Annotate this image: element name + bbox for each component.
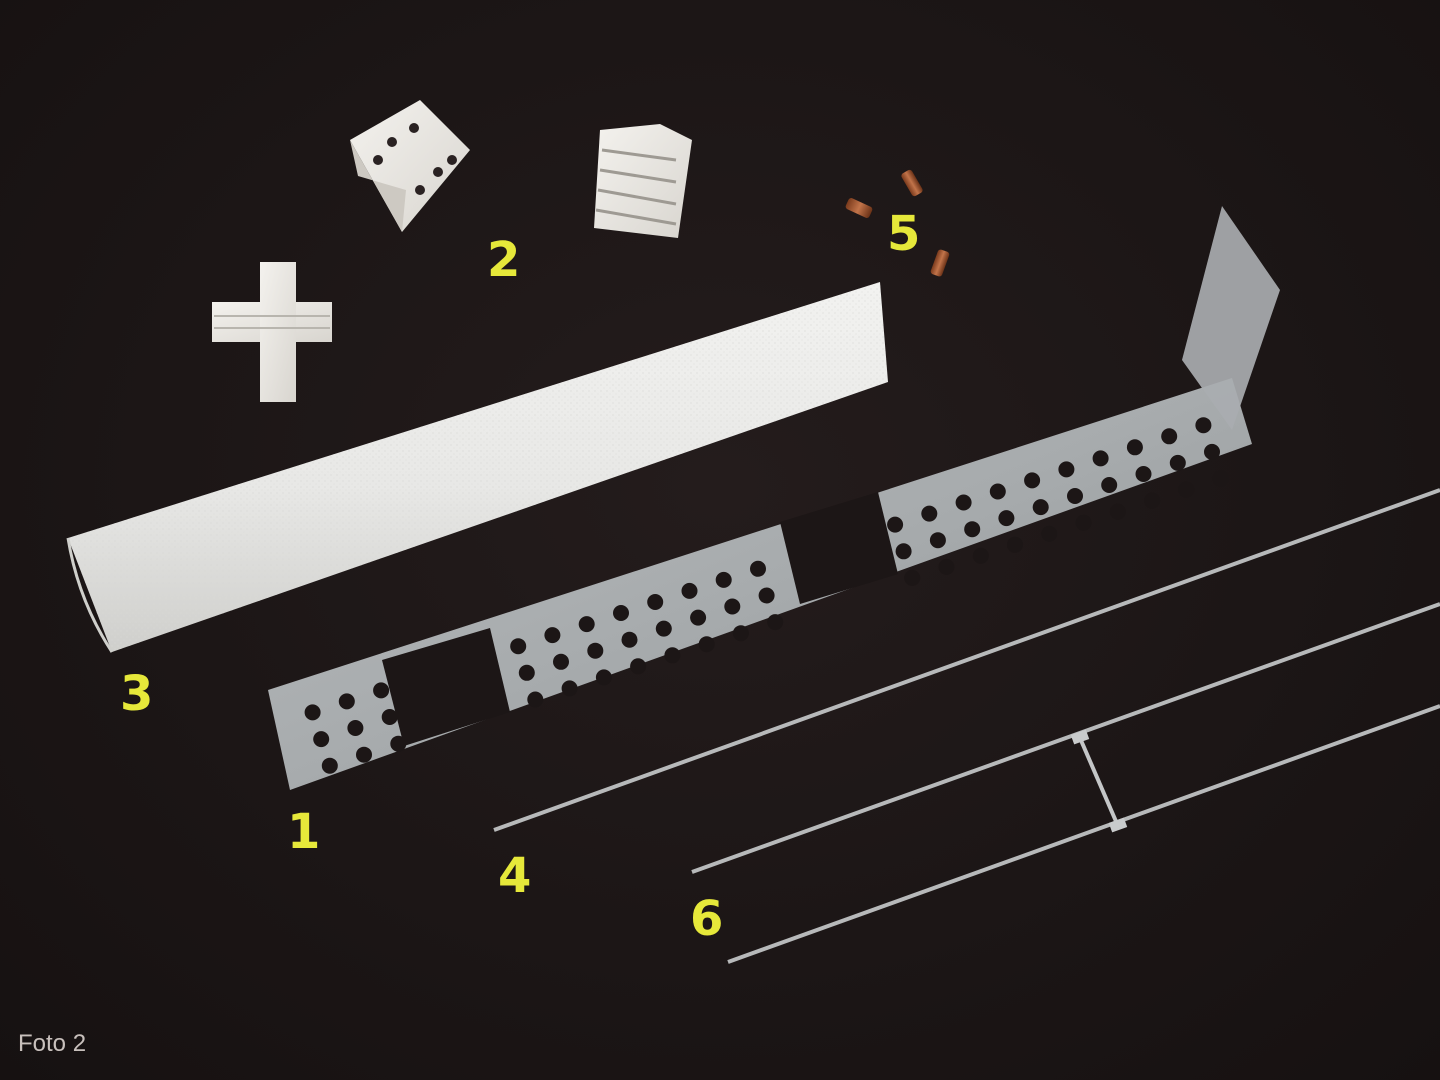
- strip-hole: [1169, 454, 1186, 471]
- steel-rod: [493, 488, 1440, 832]
- strip-hole: [587, 642, 604, 659]
- strip-hole: [510, 638, 527, 655]
- strip-hole: [998, 510, 1015, 527]
- strip-hole: [1075, 514, 1092, 531]
- strip-hole: [347, 720, 364, 736]
- plastic-connector-pieces: [212, 100, 692, 402]
- callout-2: 2: [487, 232, 521, 288]
- strip-hole: [304, 704, 321, 721]
- strip-hole: [1204, 443, 1220, 460]
- strip-hole: [1024, 472, 1041, 489]
- callout-1: 1: [287, 804, 321, 860]
- strip-hole: [1067, 488, 1083, 504]
- strip-hole: [732, 625, 749, 642]
- strip-hole: [1007, 536, 1023, 553]
- strip-hole: [715, 571, 732, 588]
- strip-hole: [698, 636, 715, 653]
- strip-hole: [578, 616, 595, 633]
- strip-hole: [724, 598, 741, 615]
- welded-wire-ladder: [691, 602, 1440, 964]
- strip-hole: [921, 505, 938, 522]
- strip-hole: [758, 587, 775, 604]
- strip-hole: [955, 494, 972, 511]
- strip-hole: [621, 631, 638, 648]
- strip-hole: [972, 547, 989, 564]
- strip-hole: [690, 609, 707, 626]
- strip-hole: [321, 757, 338, 774]
- strip-hole: [989, 483, 1006, 500]
- strip-hole: [313, 731, 330, 748]
- strip-hole: [1032, 499, 1049, 516]
- strip-hole: [938, 558, 955, 575]
- strip-hole: [1101, 477, 1118, 493]
- strip-hole: [664, 647, 681, 664]
- strip-hole: [1195, 417, 1212, 434]
- strip-hole: [544, 627, 561, 644]
- strip-hole: [630, 658, 647, 675]
- strip-hole: [356, 746, 372, 763]
- strip-hole: [595, 669, 612, 686]
- callout-4: 4: [498, 848, 532, 904]
- strip-hole: [1135, 466, 1152, 482]
- strip-hole: [1041, 525, 1058, 542]
- strip-hole: [895, 543, 912, 560]
- strip-hole: [1109, 503, 1126, 520]
- strip-hole: [1058, 461, 1075, 478]
- strip-hole: [527, 691, 544, 708]
- strip-hole: [613, 605, 629, 621]
- strip-hole: [767, 614, 784, 631]
- strip-hole: [964, 521, 981, 538]
- foam-strip: [66, 282, 888, 653]
- strip-hole: [1212, 470, 1229, 487]
- strip-hole: [1126, 439, 1143, 456]
- strip-hole: [561, 680, 578, 697]
- strip-hole: [887, 516, 904, 533]
- strip-hole: [1178, 481, 1195, 498]
- strip-hole: [1144, 492, 1161, 509]
- strip-holes: [304, 417, 1229, 774]
- strip-hole: [553, 653, 569, 670]
- strip-hole: [929, 532, 946, 549]
- strip-hole: [681, 582, 698, 599]
- strip-hole: [390, 735, 407, 752]
- callout-6: 6: [690, 891, 724, 947]
- strip-hole: [1092, 450, 1109, 467]
- strip-hole: [338, 693, 355, 710]
- cross-connector: [212, 262, 332, 402]
- angle-connector-right: [594, 124, 692, 238]
- callout-5: 5: [887, 206, 921, 262]
- strip-hole: [655, 620, 672, 637]
- strip-hole: [373, 682, 390, 699]
- strip-hole: [904, 569, 921, 586]
- strip-hole: [518, 664, 535, 681]
- copper-sleeves: [845, 169, 950, 277]
- strip-hole: [381, 709, 398, 725]
- perforated-metal-strip: [268, 206, 1280, 790]
- strip-hole: [647, 594, 664, 610]
- angle-connector-left: [350, 100, 470, 232]
- photo-caption: Foto 2: [18, 1030, 87, 1057]
- callout-3: 3: [120, 666, 154, 722]
- strip-hole: [750, 560, 766, 577]
- strip-hole: [1161, 428, 1178, 445]
